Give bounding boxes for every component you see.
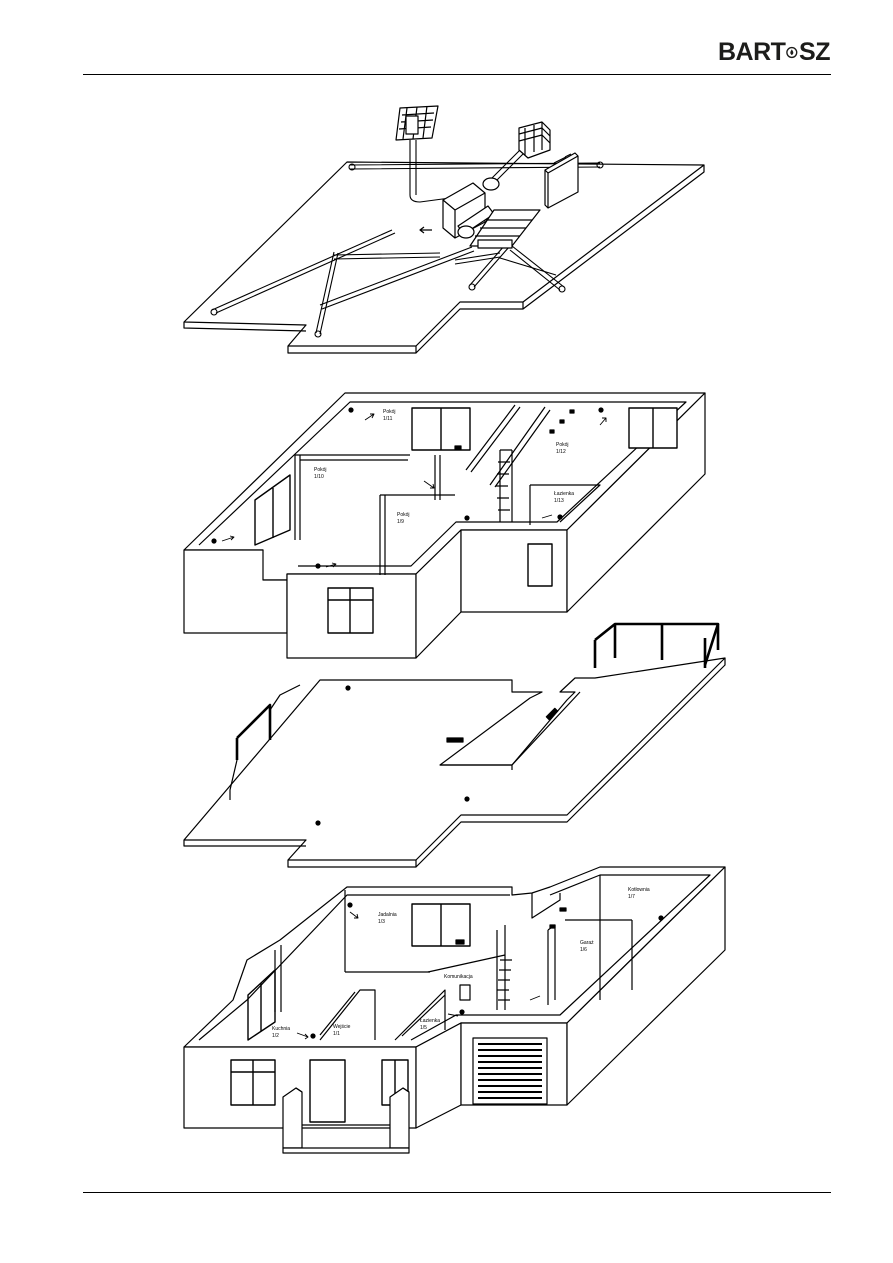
first-floor-stair-icon <box>496 449 513 522</box>
duct-riser-bend <box>409 194 451 203</box>
duct-west-diagonal <box>315 251 339 335</box>
duct-end-cap <box>468 283 476 291</box>
slab-top <box>183 657 726 861</box>
room-label-name: Pokój <box>383 409 396 415</box>
front-door[interactable] <box>309 1059 346 1123</box>
ground-floor-room-labels: Kotłownia 1/7 Jadalnia 1/3 Garaż 1/6 Kom… <box>272 887 650 1039</box>
attic-wall-block <box>544 152 579 209</box>
slab-edge <box>183 658 726 868</box>
duct-east-branch <box>499 257 557 276</box>
attic-slab-top <box>183 161 705 347</box>
logo-text-right: SZ <box>799 37 830 66</box>
room-label-name: Łazienka <box>554 491 574 497</box>
ground-floor-inner-edge <box>198 874 711 1041</box>
duct-south-center <box>454 252 501 265</box>
first-floor-vent-grilles <box>211 407 604 569</box>
first-floor-windows <box>254 407 678 634</box>
water-drop-circle-icon <box>786 46 798 58</box>
company-logo: BART SZ <box>718 36 830 68</box>
duct-end-cap <box>314 330 322 338</box>
room-label-number: 1/6 <box>580 947 587 953</box>
duct-west-long <box>211 229 396 314</box>
attic-slab-edge <box>183 165 705 354</box>
room-label-name: Garaż <box>580 940 594 946</box>
ground-floor-east-wall-side <box>566 866 726 1106</box>
first-floor-partitions <box>294 404 601 575</box>
slab-railing-east <box>593 622 720 668</box>
room-label-name: Łazienka <box>420 1018 440 1024</box>
room-label-number: 1/10 <box>314 474 324 480</box>
room-label-name: Pokój <box>556 442 569 448</box>
window <box>247 969 276 1041</box>
room-label-number: 1/3 <box>378 919 385 925</box>
room-label-number: 1/2 <box>272 1033 279 1039</box>
duct-end-cap <box>348 163 356 171</box>
chimney-icon <box>518 121 551 159</box>
first-floor-room-labels: Pokój 1/11 Pokój 1/10 Pokój 1/12 Łazienk… <box>314 409 574 525</box>
room-label-number: 1/1 <box>333 1031 340 1037</box>
airflow-arrow-icon <box>296 911 541 1040</box>
first-floor-plan: Pokój 1/11 Pokój 1/10 Pokój 1/12 Łazienk… <box>183 392 706 659</box>
footer-rule <box>83 1192 831 1193</box>
room-label-name: Jadalnia <box>378 912 397 918</box>
slab-railing-west <box>235 703 272 760</box>
ground-floor-stair-icon <box>497 959 512 1001</box>
stair-opening <box>440 691 581 770</box>
ground-floor-vent-grilles <box>310 902 664 1039</box>
room-label-number: 1/12 <box>556 449 566 455</box>
room-label-number: 1/13 <box>554 498 564 504</box>
window <box>527 543 553 587</box>
airflow-arrow-icon <box>419 226 432 234</box>
duct-southwest <box>333 252 441 260</box>
room-label-number: 1/11 <box>383 416 393 422</box>
intermediate-slab <box>183 622 726 868</box>
window <box>254 474 291 546</box>
slab-broken-edge <box>229 684 301 800</box>
duct-end-cap <box>558 285 566 293</box>
room-label-number: 1/7 <box>628 894 635 900</box>
logo-text-left: BART <box>718 37 786 66</box>
room-label-name: Kuchnia <box>272 1026 290 1032</box>
ground-floor-plan: Kotłownia 1/7 Jadalnia 1/3 Garaż 1/6 Kom… <box>183 866 726 1154</box>
duct-end-cap <box>210 308 218 316</box>
duct-end-cap <box>596 161 604 169</box>
room-label-name: Wejście <box>333 1024 351 1030</box>
room-label-name: Pokój <box>397 512 410 518</box>
slab-vent-grilles <box>315 685 559 826</box>
garage-door-icon <box>472 1037 548 1105</box>
ground-floor-windows <box>230 903 471 1123</box>
first-floor-inner-edge <box>198 401 687 567</box>
header-rule <box>83 74 831 75</box>
room-label-name: Pokój <box>314 467 327 473</box>
duct-southeast-2 <box>509 245 565 291</box>
attic-floor-plan <box>183 105 705 354</box>
airflow-arrow-icon <box>221 413 607 568</box>
roof-terminal-icon <box>395 105 439 141</box>
duct-southeast-1 <box>469 244 510 288</box>
entrance-porch <box>282 1087 410 1154</box>
stair-opening-icon <box>469 209 541 249</box>
room-label-number: 1/5 <box>420 1025 427 1031</box>
room-label-name: Komunikacja <box>444 974 473 980</box>
duct-south <box>319 246 475 310</box>
room-label-name: Kotłownia <box>628 887 650 893</box>
duct-roof-riser <box>409 140 417 195</box>
room-label-number: 1/9 <box>397 519 404 525</box>
